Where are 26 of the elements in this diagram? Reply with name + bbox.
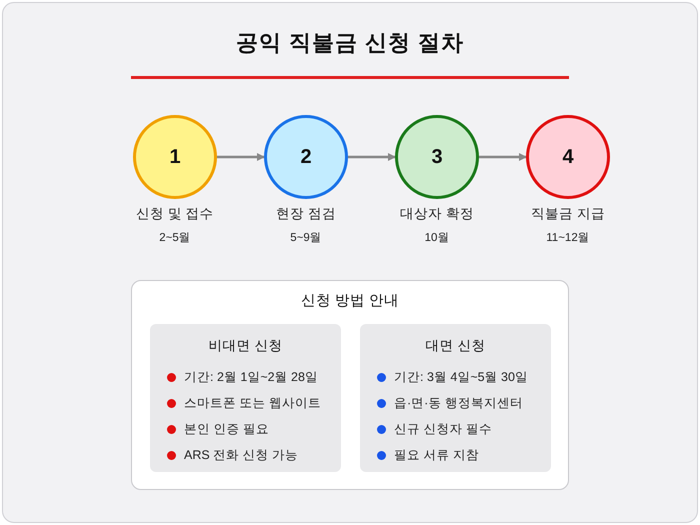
panel-heading: 대면 신청 [424,337,486,355]
list-item: 스마트폰 또는 웹사이트 [184,395,321,412]
arrow [479,153,527,161]
list-item: 기간: 3월 4일~5월 30일 [394,369,528,386]
step-name: 대상자 확정 [399,205,475,223]
list-item: 신규 신청자 필수 [394,421,492,438]
list-item: 기간: 2월 1일~2월 28일 [184,369,318,386]
method-panel [150,324,341,472]
list-item: ARS 전화 신청 가능 [184,447,298,464]
step-name: 신청 및 접수 [135,205,215,223]
list-item: 본인 인증 필요 [184,421,269,438]
title: 공익 직불금 신청 절차 [234,29,466,57]
step-period: 2~5월 [158,231,192,245]
step-period: 10월 [424,231,450,245]
method-panel [360,324,551,472]
arrow [348,153,396,161]
panel-heading: 비대면 신청 [208,337,284,355]
list-item: 읍·면·동 행정복지센터 [394,395,523,412]
step-period: 5~9월 [289,231,323,245]
step-name: 직불금 지급 [530,205,606,223]
step-name: 현장 점검 [275,205,337,223]
arrow [217,153,265,161]
list-item: 필요 서류 지참 [394,447,479,464]
step-period: 11~12월 [545,231,591,245]
info-box [131,280,569,490]
box-title: 신청 방법 안내 [300,292,400,310]
